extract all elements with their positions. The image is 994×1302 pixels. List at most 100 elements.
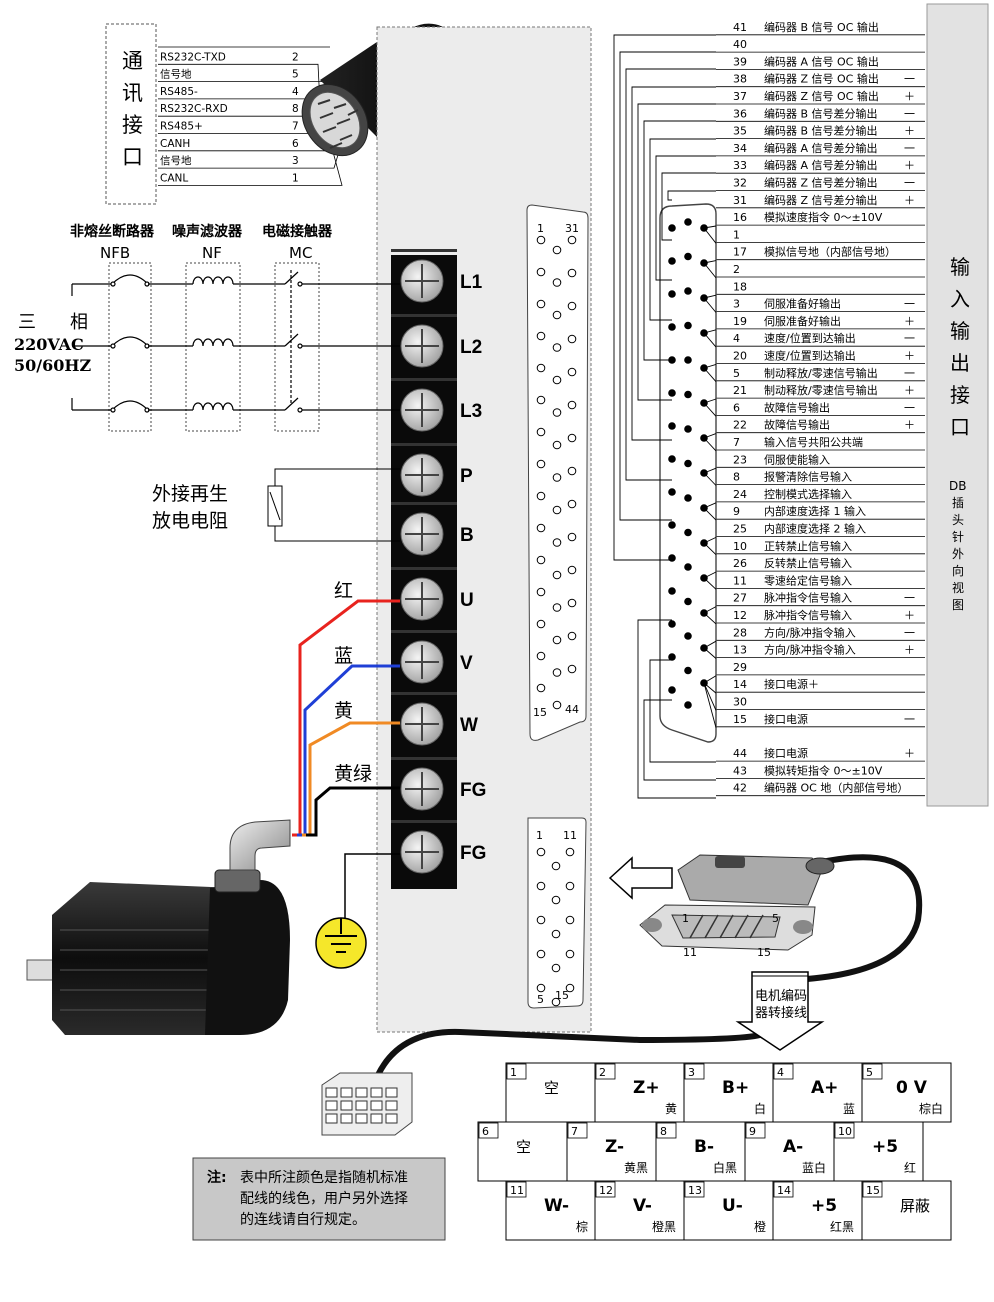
encoder-pin-number: 3	[688, 1066, 695, 1079]
db15-pin	[565, 949, 575, 959]
comm-pin-number: 5	[292, 69, 299, 81]
encoder-pin-number: 12	[599, 1184, 613, 1197]
encoder-pin-wire-color: 橙黑	[652, 1219, 676, 1234]
db44-pin	[552, 310, 562, 320]
power-input: 非熔丝断路器 噪声滤波器 电磁接触器 NFB NF MC 三 相 220VAC …	[14, 223, 400, 432]
io-plug-pin	[684, 287, 692, 295]
io-signal-polarity: 一	[904, 142, 915, 155]
db44-pin	[552, 668, 562, 677]
terminal-label: W	[460, 715, 478, 736]
io-signal-label: 编码器 B 信号差分输出	[764, 106, 878, 120]
encoder-pin-number: 11	[510, 1184, 524, 1197]
io-signal-label: 制动释放/零速信号输出	[764, 366, 878, 380]
comm-title-char: 口	[122, 145, 143, 169]
encoder-pin-number: 2	[599, 1066, 606, 1079]
io-plug-pin	[668, 257, 676, 265]
io-signal-label: 速度/位置到达输出	[764, 349, 856, 363]
frequency-label: 50/60HZ	[14, 356, 91, 375]
io-signal-label: 编码器 Z 信号差分输出	[764, 193, 878, 207]
io-title-char: 接	[950, 383, 970, 407]
nfb-label: NFB	[100, 244, 130, 262]
io-signal-polarity: ＋	[904, 90, 915, 103]
io-subtitle-char: 头	[952, 513, 964, 527]
io-pin-number: 1	[733, 228, 740, 241]
io-plug-pin	[684, 563, 692, 571]
db15-label-1: 1	[536, 829, 543, 842]
wire-label-yellow-green: 黄绿	[334, 763, 372, 785]
note-line-1: 表中所注颜色是指随机标准	[240, 1169, 408, 1186]
block-pin	[325, 1087, 338, 1098]
encoder-cable: 1 5 11 15 电机编码 器转接线	[321, 854, 923, 1136]
io-plug-pin	[684, 701, 692, 709]
io-signal-polarity: 一	[904, 592, 915, 605]
db15-pin	[536, 983, 546, 993]
encoder-pin-cell: 50 V棕白	[861, 1062, 952, 1123]
comm-title-box	[105, 23, 157, 205]
io-plug-pin	[684, 321, 692, 330]
io-pin-number: 19	[733, 315, 747, 328]
encoder-pin-cell: 10+5红	[833, 1121, 924, 1182]
resistor-label-2: 放电电阻	[152, 510, 228, 532]
io-signal-label: 报警清除信号输入	[764, 470, 852, 484]
encoder-pin-wire-color: 白	[754, 1101, 766, 1116]
encoder-pin-signal: +5	[811, 1196, 837, 1216]
io-signal-label: 内部速度选择 2 输入	[764, 522, 866, 536]
db44-label-31: 31	[565, 222, 579, 235]
db44-pin	[536, 587, 546, 597]
db15-plug-label-5: 5	[772, 912, 779, 925]
db44-pin	[536, 267, 546, 277]
io-pin-number: 13	[733, 644, 747, 657]
comm-pin-number: 1	[292, 172, 299, 184]
db44-pin	[536, 427, 546, 437]
db44-panel-connector: 1 31 15 44	[526, 204, 589, 741]
comm-signal-label: 信号地	[160, 154, 192, 167]
encoder-pin-number: 13	[688, 1184, 702, 1197]
block-pin	[370, 1113, 383, 1124]
io-plug-pin	[684, 218, 692, 226]
nfb-box	[108, 262, 152, 432]
encoder-pin-signal: 空	[516, 1138, 531, 1156]
db44-pin	[567, 565, 577, 575]
encoder-pin-wire-color: 红黑	[830, 1219, 854, 1234]
io-signal-polarity: ＋	[904, 194, 915, 207]
io-plug-pin	[668, 587, 676, 595]
encoder-pin-wire-color: 蓝白	[802, 1160, 826, 1175]
db44-pin	[552, 408, 562, 417]
db44-pin	[536, 619, 546, 629]
io-plug-pin	[684, 425, 692, 433]
block-pin	[385, 1087, 398, 1098]
db44-pin	[552, 440, 562, 450]
db15-pin	[551, 997, 561, 1007]
io-signal-polarity: ＋	[904, 384, 915, 397]
db15-pin	[536, 881, 546, 891]
db44-pin	[536, 523, 546, 533]
db44-pin	[536, 459, 546, 469]
note-box: 注: 表中所注颜色是指随机标准 配线的线色，用户另外选择 的连线请自行规定。	[192, 1157, 446, 1241]
db15-pin	[565, 983, 575, 993]
adapter-label-2: 器转接线	[755, 1005, 807, 1021]
io-pin-number: 18	[733, 280, 747, 293]
db44-pin	[552, 635, 562, 645]
encoder-plug-block	[321, 1072, 413, 1136]
io-plug-pin	[668, 488, 676, 496]
encoder-pin-wire-color: 白黑	[713, 1160, 737, 1175]
db44-pin	[567, 400, 577, 410]
io-pin-number: 10	[733, 540, 747, 553]
db44-pin	[536, 395, 546, 405]
db44-label-44: 44	[565, 703, 579, 716]
io-signal-polarity: 一	[904, 367, 915, 380]
io-signal-polarity: ＋	[904, 644, 915, 657]
comm-pin-number: 3	[292, 155, 299, 167]
io-plug-pin	[668, 653, 676, 661]
comm-signal-label: 信号地	[160, 68, 192, 81]
db15-label-15: 15	[555, 989, 569, 1002]
db44-pin	[567, 466, 577, 476]
block-pin	[340, 1087, 353, 1098]
io-signal-polarity: 一	[904, 177, 915, 190]
io-pin-number: 27	[733, 592, 747, 605]
terminal-label: V	[460, 653, 473, 674]
block-pin	[370, 1100, 383, 1111]
wire-label-blue: 蓝	[334, 645, 353, 667]
io-pin-number: 8	[733, 471, 740, 484]
